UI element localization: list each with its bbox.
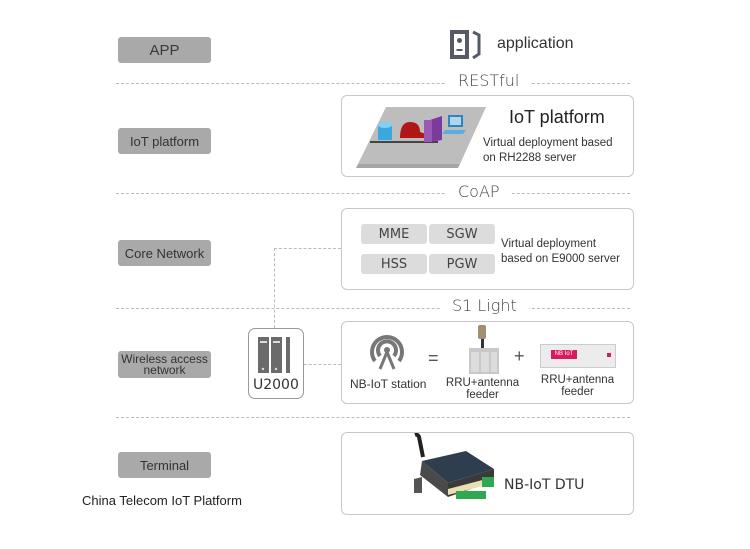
connector-u2000-wireless (294, 364, 341, 365)
application-label: application (497, 35, 574, 52)
iot-platform-desc-line2: on RH2288 server (483, 152, 577, 164)
rru1-label-line1: RRU+antenna (445, 377, 520, 389)
separator-terminal (116, 417, 630, 418)
separator-coap (116, 193, 630, 194)
terminal-box: NB-IoT DTU (341, 432, 634, 515)
protocol-coap: CoAP (446, 182, 512, 201)
layer-label-terminal: Terminal (118, 452, 211, 478)
nb-iot-badge: NB IoT (551, 350, 577, 359)
connector-u2000-core-v (274, 248, 275, 328)
signal-tower-icon (368, 335, 406, 376)
connector-u2000-core-h (274, 248, 341, 249)
wireless-box: NB-IoT station = RRU+antenna feeder + NB… (341, 321, 634, 404)
iot-platform-title: IoT platform (509, 107, 605, 127)
rru2-label: RRU+antenna feeder (535, 374, 620, 398)
rru-board-icon: NB IoT (540, 344, 616, 368)
figure-caption: China Telecom IoT Platform (82, 493, 242, 508)
station-label: NB-IoT station (350, 377, 427, 391)
core-network-box: MME SGW HSS PGW Virtual deployment based… (341, 208, 634, 290)
separator-s1-light (116, 308, 630, 309)
rru2-label-line1: RRU+antenna (540, 374, 615, 386)
chip-hss: HSS (361, 254, 427, 274)
dtu-device-icon (408, 432, 498, 516)
layer-label-app: APP (118, 37, 211, 63)
protocol-restful: RESTful (446, 71, 532, 90)
rru1-label: RRU+antenna feeder (440, 377, 525, 401)
u2000-box: U2000 (248, 328, 304, 399)
core-desc-line2: based on E9000 server (501, 253, 620, 265)
core-desc-line1: Virtual deployment (501, 238, 597, 250)
rru2-label-line2: feeder (561, 386, 594, 398)
chip-sgw: SGW (429, 224, 495, 244)
rru1-label-line2: feeder (466, 389, 499, 401)
u2000-label: U2000 (253, 377, 299, 393)
board-led (607, 353, 611, 357)
dtu-label: NB-IoT DTU (504, 477, 585, 493)
protocol-s1-light: S1 Light (440, 296, 529, 315)
layer-label-core-network: Core Network (118, 240, 211, 266)
separator-restful (116, 83, 630, 84)
rru-antenna-icon (462, 324, 506, 381)
iot-platform-box: IoT platform Virtual deployment based on… (341, 95, 634, 177)
application-icon (449, 29, 485, 66)
chip-pgw: PGW (429, 254, 495, 274)
server-cluster-icon (350, 102, 490, 175)
server-rack-icon (257, 336, 297, 379)
chip-mme: MME (361, 224, 427, 244)
iot-platform-desc-line1: Virtual deployment based (483, 137, 613, 149)
plus-sign: + (514, 346, 525, 366)
equals-sign: = (428, 348, 439, 368)
layer-label-wireless-access: Wireless access network (118, 351, 211, 378)
layer-label-iot-platform: IoT platform (118, 128, 211, 154)
